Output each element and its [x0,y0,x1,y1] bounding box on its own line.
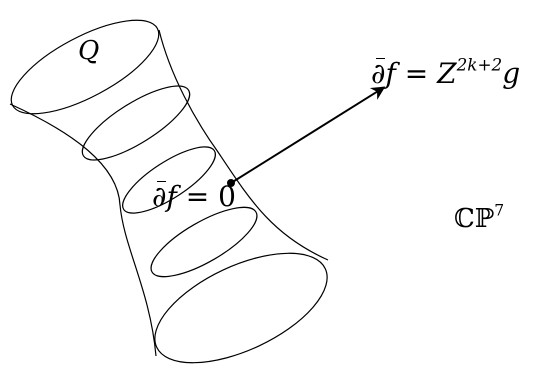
inner-equation: ∂f = 0 [152,180,236,213]
cross-section-2 [122,146,216,214]
surface-left-wall [9,103,157,357]
cross-section-3 [150,206,258,278]
outer-z: Z [437,57,457,90]
space-label-cp7: ℂℙ7 [454,201,505,234]
outer-equation: ∂f = Z2k+2g [371,54,521,90]
inner-f: f [166,180,177,213]
bottom-rim-ellipse [154,252,328,364]
top-rim-ellipse [10,19,160,115]
inner-dbar-symbol: ∂ [152,180,167,213]
outer-dbar-symbol: ∂ [371,57,386,90]
surface-right-wall [158,29,329,261]
outer-g: g [502,57,521,90]
outer-f: f [385,57,396,90]
arrow-line [230,86,386,184]
cross-section-1 [81,85,191,161]
outer-exponent: 2k+2 [456,54,503,75]
inner-rhs: 0 [218,180,236,213]
outer-equals: = [404,57,429,90]
inner-equals: = [185,180,210,213]
cp-exponent: 7 [494,201,505,220]
surface-label-q: Q [78,36,100,66]
cp-symbol: ℂℙ [454,204,495,234]
arrow-origin-dot [227,179,235,187]
